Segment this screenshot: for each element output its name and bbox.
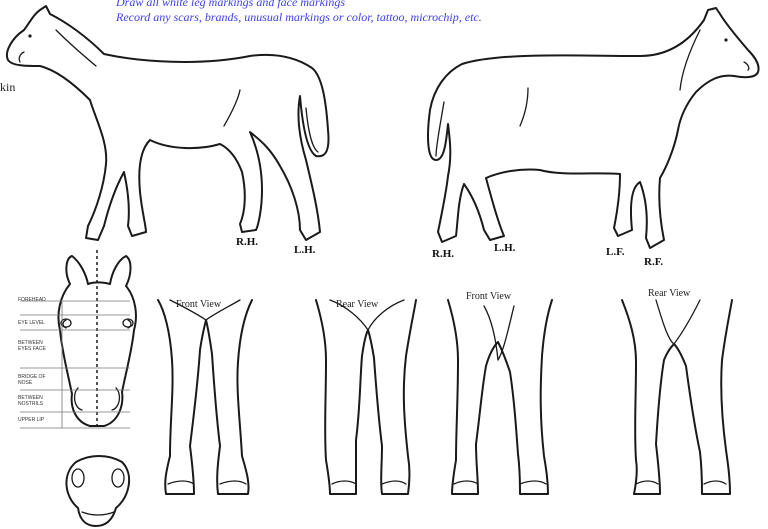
right-horse-outline	[428, 8, 759, 248]
rear-view-legs-2	[622, 300, 732, 494]
label-right-lf: L.F.	[606, 246, 625, 258]
front-view-legs-2	[448, 300, 552, 494]
front-view-label-2: Front View	[466, 291, 511, 302]
label-right-lh: L.H.	[494, 242, 515, 254]
front-view-label-1: Front View	[176, 299, 221, 310]
label-left-lh: L.H.	[294, 244, 315, 256]
left-horse-outline	[7, 6, 329, 240]
face-region-bridge-of-nose: BRIDGE OF NOSE	[18, 374, 54, 386]
face-region-between-eyes: BETWEEN EYES FACE	[18, 340, 54, 352]
face-region-forehead: FOREHEAD	[18, 297, 54, 303]
label-left-rh: R.H.	[236, 236, 258, 248]
label-right-rh: R.H.	[432, 248, 454, 260]
face-region-upper-lip: UPPER LIP	[18, 417, 54, 423]
rear-view-label-2: Rear View	[648, 288, 690, 299]
face-region-eye-level: EYE LEVEL	[18, 320, 54, 326]
rear-view-legs-1	[316, 300, 416, 494]
face-region-between-nostrils: BETWEEN NOSTRILS	[18, 395, 54, 407]
label-right-rf: R.F.	[644, 256, 663, 268]
muzzle-outline	[66, 456, 129, 526]
front-view-legs-1	[158, 300, 252, 494]
rear-view-label-1: Rear View	[336, 299, 378, 310]
